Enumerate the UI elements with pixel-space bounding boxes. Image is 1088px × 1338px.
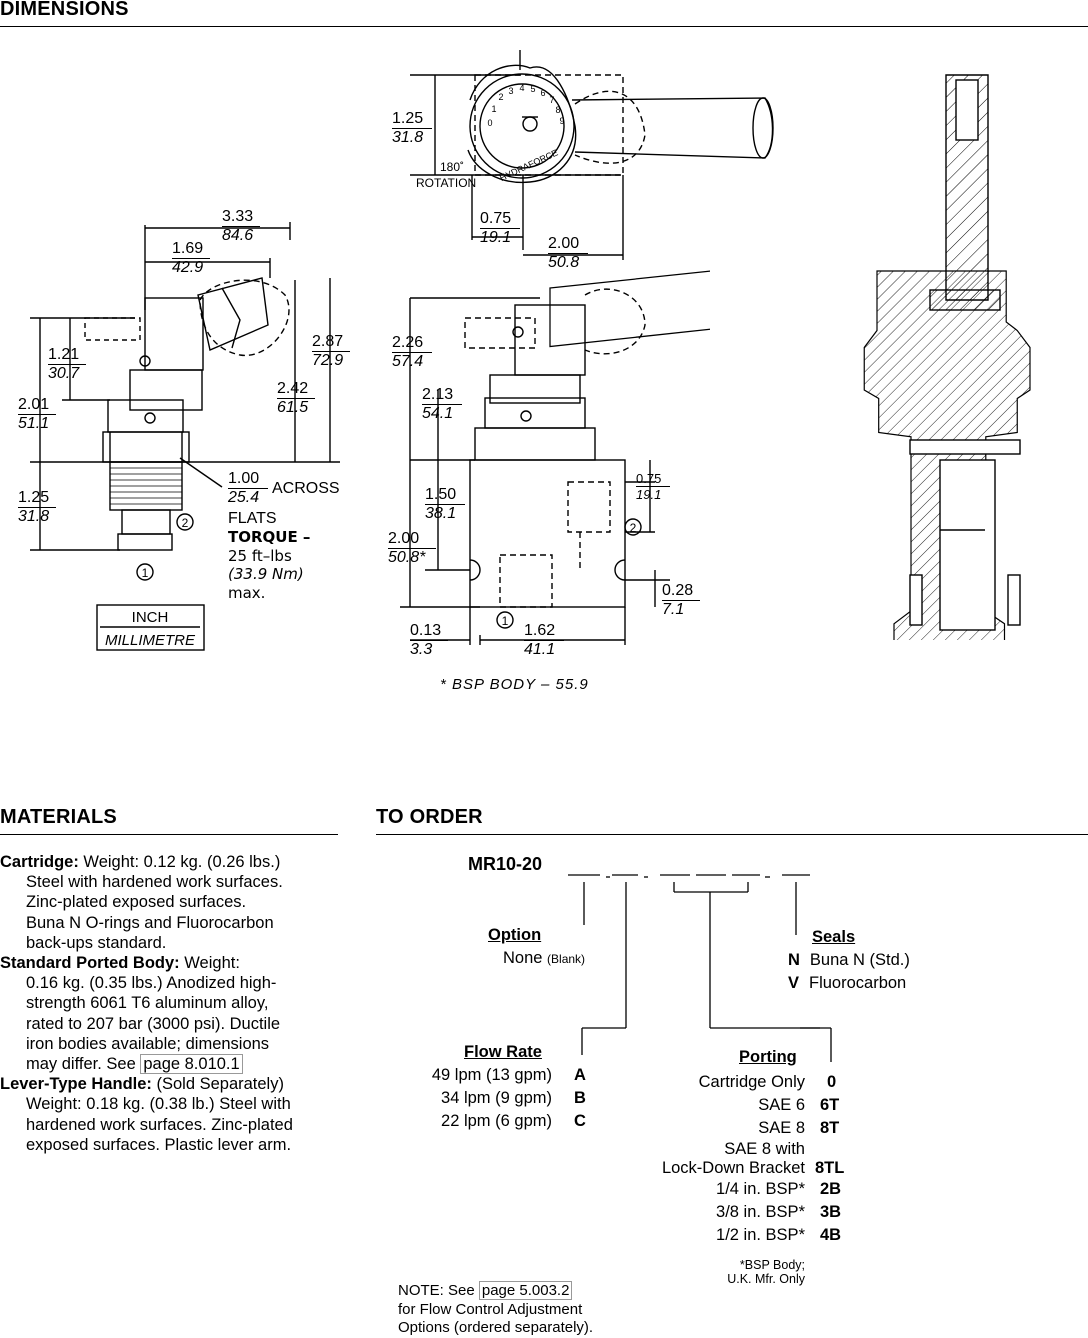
flow-rate-title: Flow Rate <box>464 1043 542 1061</box>
body-line: 0.16 kg. (0.35 lbs.) Anodized high- <box>26 974 277 993</box>
legend-millimetre: MILLIMETRE <box>105 632 196 649</box>
cartridge-line: Zinc-plated exposed surfaces. <box>26 893 247 912</box>
across-label: ACROSS <box>272 480 340 497</box>
cartridge-line: Buna N O-rings and Fluorocarbon <box>26 913 274 932</box>
handle-line: exposed surfaces. Plastic lever arm. <box>26 1135 292 1154</box>
body-port-2-marker: 2 <box>630 521 637 535</box>
cartridge-line: Steel with hardened work surfaces. <box>26 873 283 892</box>
option-none: None (Blank) <box>503 949 586 967</box>
handle-line: Weight: 0.18 kg. (0.38 lb.) Steel with <box>26 1095 291 1114</box>
body-material: Standard Ported Body: Weight: <box>0 954 240 973</box>
dial-num-8: 8 <box>555 105 560 115</box>
body-line-link: may differ. See page 8.010.1 <box>0 1054 345 1075</box>
dial-num-2: 2 <box>498 92 503 102</box>
option-title: Option <box>488 926 542 944</box>
to-order-rule <box>376 834 1088 835</box>
seals-title: Seals <box>812 928 856 946</box>
cartridge-line: back-ups standard. <box>26 933 167 952</box>
legend-inch: INCH <box>132 609 169 626</box>
cartridge-side-drawing: 2 1 INCH MILLIMETRE <box>30 222 340 651</box>
dial-num-3: 3 <box>508 86 513 96</box>
dial-num-0: 0 <box>487 118 492 128</box>
materials-rule <box>0 834 338 835</box>
dimensions-rule <box>0 26 1088 27</box>
porting-row: 1/4 in. BSP*2B <box>716 1180 842 1198</box>
bsp-body-note: * BSP BODY – 55.9 <box>440 676 589 693</box>
porting-row: 1/2 in. BSP*4B <box>716 1226 842 1244</box>
torque-note: TORQUE – 25 ft–lbs (33.9 Nm) max. <box>228 528 311 602</box>
flow-option-c: 22 lpm (6 gpm)C <box>441 1112 586 1130</box>
dial-num-6: 6 <box>540 88 545 98</box>
to-order-heading: TO ORDER <box>376 806 483 828</box>
cartridge-material: Cartridge: Weight: 0.12 kg. (0.26 lbs.) <box>0 853 281 871</box>
cartridge-section-drawing <box>863 74 1031 640</box>
dimensions-heading: DIMENSIONS <box>0 0 129 20</box>
dial-num-4: 4 <box>519 83 524 93</box>
porting-leader <box>800 1027 832 1062</box>
order-code-leaders <box>568 874 820 1055</box>
model-code: MR10-20 <box>468 854 543 874</box>
dial-num-1: 1 <box>491 104 496 114</box>
body-line: strength 6061 T6 aluminum alloy, <box>26 994 269 1013</box>
materials-list: Cartridge: Weight: 0.12 kg. (0.26 lbs.) … <box>0 852 345 1155</box>
porting-row: 3/8 in. BSP*3B <box>716 1203 842 1221</box>
rotation-note: 180˚ <box>440 160 465 174</box>
materials-heading: MATERIALS <box>0 806 117 828</box>
ported-body-drawing: 1 2 <box>400 270 710 645</box>
dial-num-7: 7 <box>549 95 554 105</box>
flow-option-a: 49 lpm (13 gpm)A <box>431 1066 586 1084</box>
dial-num-9: 9 <box>559 116 564 126</box>
porting-row: SAE 8 with <box>724 1140 805 1158</box>
flow-option-b: 34 lpm (9 gpm)B <box>441 1089 586 1107</box>
port-1-marker: 1 <box>142 566 149 580</box>
bsp-footnote: *BSP Body; U.K. Mfr. Only <box>727 1258 805 1286</box>
flats-label: FLATS <box>228 510 277 527</box>
handle-material: Lever-Type Handle: (Sold Separately) <box>0 1075 284 1094</box>
handle-line: hardened work surfaces. Zinc-plated <box>26 1115 293 1134</box>
dial-num-5: 5 <box>530 84 535 94</box>
body-port-1-marker: 1 <box>502 614 509 628</box>
port-2-marker: 2 <box>182 516 189 530</box>
page-5-003-2-link[interactable]: page 5.003.2 <box>478 1281 573 1300</box>
body-line: iron bodies available; dimensions <box>26 1034 270 1053</box>
body-line: rated to 207 bar (3000 psi). Ductile <box>26 1014 281 1033</box>
page-8-010-1-link[interactable]: page 8.010.1 <box>140 1054 243 1075</box>
porting-title: Porting <box>739 1048 797 1066</box>
rotation-label: ROTATION <box>416 176 477 190</box>
flow-control-note: NOTE: See page 5.003.2 for Flow Control … <box>398 1281 594 1336</box>
dial-top-drawing: 0 1 2 3 4 5 6 7 8 9 HYDRAFORCE <box>410 50 774 260</box>
